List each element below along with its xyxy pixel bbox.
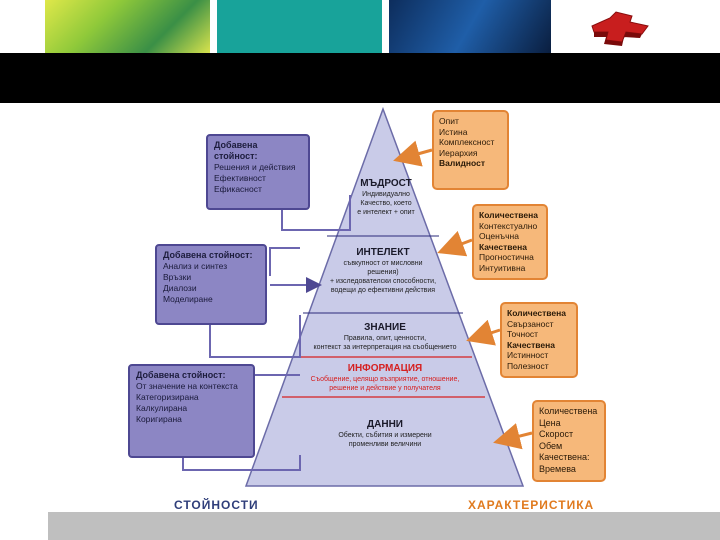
characteristic-item: Скорост <box>539 429 574 439</box>
banner-image-tile-2 <box>217 0 382 53</box>
tier-desc-line: Съобщение, целящо възприятие, отношение, <box>310 376 460 383</box>
tier-title: ИНТЕЛЕКТ <box>356 247 410 258</box>
characteristic-item: Количествена <box>479 210 538 220</box>
value-box-item: Моделиране <box>163 294 213 304</box>
value-box-item: Връзки <box>163 272 192 282</box>
connector-line <box>281 195 351 231</box>
tier-desc-line: променливи величини <box>348 441 422 448</box>
connector-arrow <box>466 319 501 346</box>
characteristic-item: Контекстуално <box>479 220 538 231</box>
tier-desc-line: контекст за интерпретация на съобщението <box>313 344 457 351</box>
value-box-item: Коригирана <box>136 414 182 424</box>
tier-desc-line: Обекти, събития и измерени <box>338 432 432 439</box>
value-box-item: Категоризирана <box>136 392 199 402</box>
characteristic-item: Точност <box>507 329 539 339</box>
characteristic-item: Опит <box>439 116 459 126</box>
characteristic-item: Прогностична <box>479 252 534 262</box>
banner-image-tile-1 <box>45 0 210 53</box>
characteristics-box-wisdom: Опит Истина Комплексност Иерархия Валидн… <box>432 110 509 190</box>
tier-desc-line: водещи до ефективни действия <box>330 287 436 294</box>
value-box-item: Калкулирана <box>136 403 188 413</box>
characteristic-item: Иерархия <box>439 147 478 158</box>
tier-desc-line: решение и действие у получателя <box>329 385 441 392</box>
added-value-box-intellect: Добавена стойност: Анализ и синтез Връзк… <box>155 244 267 325</box>
characteristics-label: ХАРАКТЕРИСТИКА <box>468 498 595 512</box>
characteristic-item: Интуитивна <box>479 262 526 273</box>
tier-desc-line: + изследователски способности, <box>329 278 437 285</box>
characteristic-item: Качествена <box>479 241 527 252</box>
tier-desc-line: решения) <box>367 269 399 276</box>
characteristic-item: Времева <box>539 463 576 474</box>
value-box-item: От значение на контекста <box>136 381 238 391</box>
connector-arrow <box>393 140 433 167</box>
tier-title: ИНФОРМАЦИЯ <box>347 363 423 374</box>
characteristic-item: Валидност <box>439 158 485 168</box>
tier-desc-line: е интелект + опит <box>357 209 415 216</box>
connector-arrow <box>437 230 473 257</box>
added-value-box-information: Добавена стойност: От значение на контек… <box>128 364 255 458</box>
connector-line <box>182 455 301 471</box>
banner-image-tile-3 <box>389 0 551 53</box>
characteristic-item: Истина <box>439 126 468 137</box>
value-box-item: Анализ и синтез <box>163 261 228 271</box>
bottom-band <box>48 512 720 540</box>
tier-desc-line: Правила, опит, ценности, <box>343 335 427 342</box>
connector-arrow <box>493 423 533 450</box>
red-cross-logo-icon <box>591 11 649 46</box>
characteristics-box-intellect: Количествена Контекстуално Оценъчна Каче… <box>472 204 548 280</box>
characteristic-item: Полезност <box>507 360 549 371</box>
tier-desc-line: съвкупност от мисловни <box>343 260 423 267</box>
added-value-box-wisdom: Добавена стойност: Решения и действия Еф… <box>206 134 310 210</box>
characteristic-item: Качествена: <box>539 452 590 462</box>
pyramid-shape <box>244 106 525 487</box>
value-box-heading: Добавена стойност: <box>163 250 253 260</box>
characteristic-item: Количествена <box>507 308 566 318</box>
characteristics-box-data: Количествена Цена Скорост Обем Качествен… <box>532 400 606 482</box>
characteristic-item: Качествена <box>507 339 555 350</box>
value-box-item: Решения и действия <box>214 162 296 172</box>
characteristic-item: Комплексност <box>439 137 495 147</box>
value-box-item: Диалози <box>163 283 197 293</box>
tier-title: ДАННИ <box>367 419 403 430</box>
value-box-item: Ефикасност <box>214 184 262 194</box>
connector-line <box>209 315 301 358</box>
characteristic-item: Количествена <box>539 406 598 416</box>
characteristic-item: Цена <box>539 417 561 428</box>
tier-desc-line: Индивидуално <box>362 191 410 198</box>
tier-desc-line: Качество, което <box>360 200 412 207</box>
tier-title: ЗНАНИЕ <box>364 322 406 333</box>
characteristic-item: Обем <box>539 440 563 451</box>
connector-line <box>269 247 300 276</box>
value-box-item: Ефективност <box>214 173 266 183</box>
characteristic-item: Истинност <box>507 350 549 360</box>
values-label: СТОЙНОСТИ <box>174 498 259 512</box>
tier-title: МЪДРОСТ <box>360 178 412 189</box>
value-box-heading: Добавена стойност: <box>136 370 226 380</box>
title-bar <box>0 53 720 103</box>
value-box-heading: Добавена стойност: <box>214 140 258 161</box>
characteristics-box-knowledge: Количествена Свързаност Точност Качестве… <box>500 302 578 378</box>
characteristic-item: Оценъчна <box>479 231 519 241</box>
characteristic-item: Свързаност <box>507 318 554 329</box>
